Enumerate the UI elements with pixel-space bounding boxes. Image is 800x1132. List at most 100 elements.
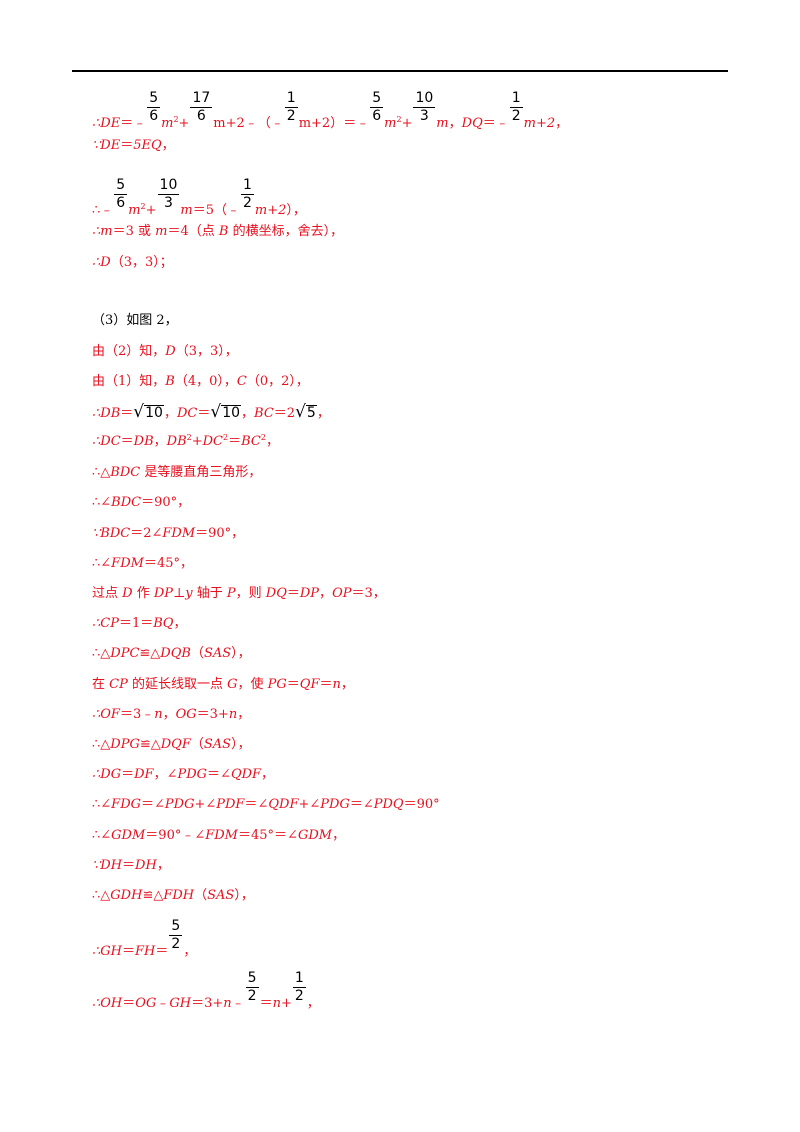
fraction-denominator: 6 xyxy=(196,108,206,124)
fraction-numerator: 10 xyxy=(157,177,180,195)
text-run: ， xyxy=(156,858,170,873)
text-run: ）， xyxy=(231,737,251,752)
text-run: ）， xyxy=(286,203,306,218)
text-run: ＝ xyxy=(197,406,211,421)
text-run: （3）如图 2， xyxy=(92,313,178,328)
text-run: ＝ xyxy=(122,996,136,1011)
text-run: ， xyxy=(261,767,275,782)
fraction-numerator: 5 xyxy=(370,90,384,108)
text-run: ， xyxy=(163,406,177,421)
text-run: ＝3 或 xyxy=(112,224,156,239)
fraction-numerator: 1 xyxy=(292,970,306,988)
text-run: ＝ xyxy=(120,434,134,449)
text-run: 由（2）知， xyxy=(92,344,166,359)
solution-line: ∴∠BDC＝90°， xyxy=(92,495,190,511)
radicand: 5 xyxy=(305,405,317,421)
math-variable: PDG xyxy=(320,797,350,812)
text-run: + xyxy=(401,116,413,131)
fraction-numerator: 5 xyxy=(245,970,259,988)
math-variable: ∵BDC xyxy=(92,526,131,541)
text-run: ﹣ xyxy=(231,996,245,1011)
math-variable: P xyxy=(226,586,236,601)
math-variable: ∴CP xyxy=(92,616,119,631)
text-run: ＝∠ xyxy=(349,797,374,812)
math-variable: QF xyxy=(299,677,320,692)
math-variable: DF xyxy=(134,767,154,782)
text-run: ，使 xyxy=(237,677,268,692)
solution-line: （3）如图 2， xyxy=(92,313,178,329)
solution-line: ∴DB＝√10，DC＝√10，BC＝2√5， xyxy=(92,404,330,422)
math-variable: FDH xyxy=(163,888,195,903)
text-run: + xyxy=(280,996,292,1011)
solution-line: ∴△DPC≌△DQB（SAS）， xyxy=(92,646,251,662)
solution-line: 由（1）知，B（4，0），C（0，2）， xyxy=(92,374,309,390)
text-run: ＝ xyxy=(122,944,136,959)
text-run: ＝ xyxy=(259,996,273,1011)
text-run: ＝3， xyxy=(351,586,386,601)
text-run: ＝90° xyxy=(403,797,440,812)
math-variable: DH xyxy=(135,858,157,873)
text-run: + xyxy=(178,116,190,131)
math-variable: BC xyxy=(241,434,261,449)
text-run: ＝ xyxy=(122,858,136,873)
superscript: 2 xyxy=(173,115,179,124)
math-variable: PDF xyxy=(216,797,245,812)
text-run: +∠ xyxy=(298,797,321,812)
fraction-numerator: 1 xyxy=(284,90,298,108)
text-run: 的横坐标，舍去）， xyxy=(228,224,344,239)
header-rule xyxy=(72,70,728,72)
text-run: ， xyxy=(265,434,279,449)
superscript: 2 xyxy=(140,202,146,211)
solution-line: ∴∠FDM＝45°， xyxy=(92,556,193,572)
math-variable: ∴m xyxy=(92,224,113,239)
math-variable: DB xyxy=(133,434,154,449)
radical-sign: √ xyxy=(295,402,306,422)
math-variable: CP xyxy=(109,677,128,692)
text-run: ∴△ xyxy=(92,646,111,661)
text-run: ＝﹣ xyxy=(343,116,370,131)
math-variable: m xyxy=(180,203,193,218)
solution-line: ∴DC＝DB，DB2+DC2＝BC2， xyxy=(92,434,279,450)
math-variable: n xyxy=(154,707,163,722)
math-variable: ∴DE xyxy=(92,116,121,131)
math-variable: FDM xyxy=(111,556,144,571)
text-run: ＝ xyxy=(228,434,242,449)
text-run: m+2） xyxy=(298,116,344,131)
text-run: ， xyxy=(340,677,354,692)
text-run: （ xyxy=(190,737,204,752)
text-run: + xyxy=(145,203,157,218)
text-run: ＝﹣ xyxy=(482,116,509,131)
text-run: m+2﹣（﹣ xyxy=(213,116,284,131)
fraction-numerator: 1 xyxy=(240,177,254,195)
text-run: ， xyxy=(241,406,255,421)
math-variable: BC xyxy=(254,406,274,421)
text-run: ⊥ xyxy=(173,586,186,601)
square-root: √10 xyxy=(210,404,242,421)
square-root: √10 xyxy=(133,404,164,421)
math-variable: y xyxy=(185,586,193,601)
text-run: ≌△ xyxy=(142,888,164,903)
fraction-numerator: 5 xyxy=(114,177,128,195)
fraction-denominator: 2 xyxy=(294,988,304,1004)
math-variable: OG xyxy=(175,707,197,722)
math-variable: SAS xyxy=(203,646,232,661)
solution-line: ∵DE＝5EQ， xyxy=(92,138,175,154)
fraction-denominator: 2 xyxy=(286,108,296,124)
text-run: ， xyxy=(332,828,346,843)
math-variable: PDG xyxy=(177,767,208,782)
text-run: ＝﹣ xyxy=(120,116,147,131)
solution-line: ∴D（3，3）； xyxy=(92,255,173,271)
text-run: 的延长线取一点 xyxy=(127,677,228,692)
text-run: ∴﹣ xyxy=(92,203,114,218)
math-variable: n xyxy=(332,677,341,692)
radical-sign: √ xyxy=(133,402,145,422)
